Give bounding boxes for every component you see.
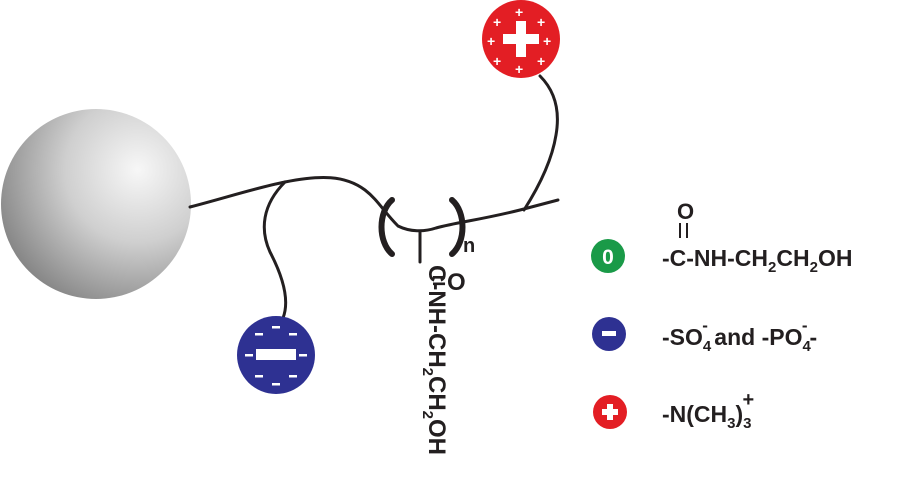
legend-negative-row: -SO4- and -PO4-- bbox=[592, 316, 817, 355]
grey-sphere-bead bbox=[1, 109, 191, 299]
legend-positive-row: -N(CH3)3+ bbox=[593, 389, 754, 432]
positive-formula: -N(CH3)3+ bbox=[662, 389, 754, 432]
svg-text:+: + bbox=[537, 14, 545, 30]
positive-branch bbox=[522, 74, 559, 212]
side-carbonyl-bond: = bbox=[432, 268, 446, 295]
side-carbonyl-oxygen: O bbox=[447, 269, 466, 296]
negative-charge-ball-icon bbox=[237, 316, 315, 394]
repeat-bracket-right bbox=[449, 197, 466, 257]
side-chain-formula: C-NH-CH2CH2OH bbox=[419, 265, 450, 455]
negative-formula: -SO4- and -PO4-- bbox=[662, 316, 817, 355]
svg-text:+: + bbox=[493, 53, 501, 69]
positive-charge-ball-icon: + + + + + + + + bbox=[482, 0, 560, 78]
neutral-carbonyl-oxygen: O bbox=[677, 199, 694, 224]
repeat-subscript-n: n bbox=[463, 235, 475, 257]
positive-plus-icon bbox=[593, 395, 627, 429]
neutral-formula: -C-NH-CH2CH2OH bbox=[662, 245, 852, 276]
polymer-backbone bbox=[188, 175, 560, 233]
legend-neutral-row: 0 O -C-NH-CH2CH2OH bbox=[591, 199, 852, 276]
svg-text:+: + bbox=[515, 61, 523, 77]
svg-text:+: + bbox=[515, 4, 523, 20]
svg-text:+: + bbox=[493, 14, 501, 30]
neutral-badge-label: 0 bbox=[602, 246, 614, 269]
repeat-bracket-left bbox=[378, 197, 395, 257]
negative-branch bbox=[262, 180, 288, 320]
negative-minus-icon bbox=[592, 317, 626, 351]
svg-text:+: + bbox=[487, 33, 495, 49]
neutral-zero-icon: 0 bbox=[591, 239, 625, 273]
svg-text:+: + bbox=[537, 53, 545, 69]
svg-text:+: + bbox=[543, 33, 551, 49]
